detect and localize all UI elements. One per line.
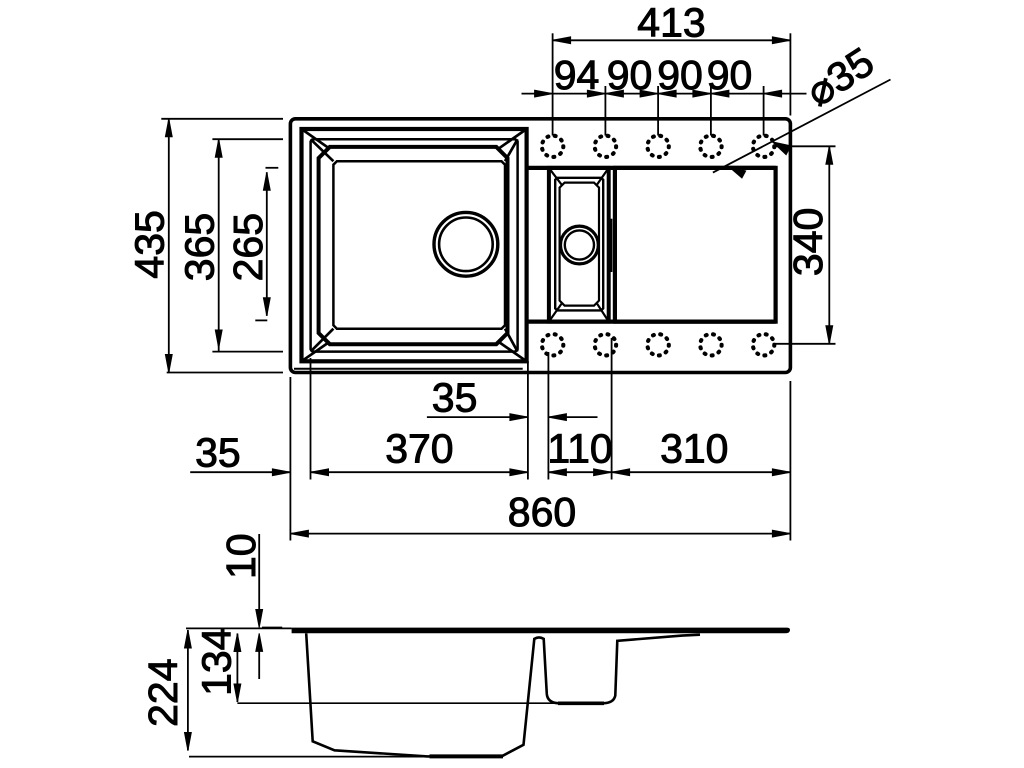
svg-text:⌀35: ⌀35 [798,38,882,115]
svg-text:365: 365 [177,213,223,281]
svg-text:265: 265 [225,213,271,281]
svg-text:860: 860 [508,489,576,535]
svg-text:90: 90 [607,52,653,98]
svg-text:310: 310 [660,426,728,472]
svg-text:35: 35 [432,374,478,420]
svg-text:413: 413 [637,0,705,45]
svg-text:134: 134 [193,627,239,695]
svg-text:224: 224 [140,658,186,726]
svg-text:340: 340 [785,208,831,276]
svg-text:110: 110 [547,426,612,472]
svg-text:90: 90 [657,52,703,98]
svg-text:35: 35 [195,430,241,476]
svg-text:94: 94 [554,52,600,98]
svg-text:10: 10 [218,533,264,579]
svg-text:370: 370 [385,426,453,472]
svg-text:90: 90 [707,52,753,98]
svg-text:435: 435 [127,210,173,278]
